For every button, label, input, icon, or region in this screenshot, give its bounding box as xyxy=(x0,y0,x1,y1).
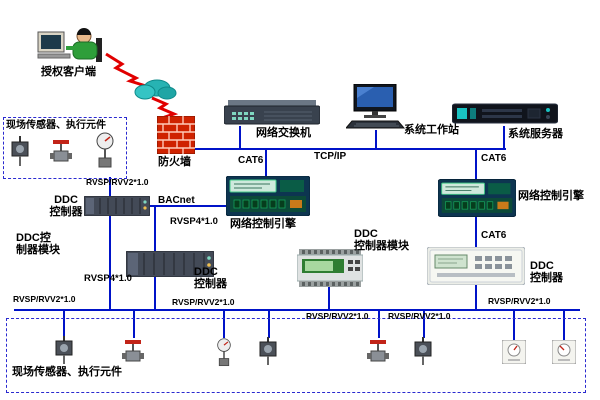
engine-right-label: 网络控制引擎 xyxy=(518,190,584,202)
sensorbox-to-rack-line xyxy=(109,177,111,197)
engine-left-label: 网络控制引擎 xyxy=(230,218,296,230)
bacnet-label: BACnet xyxy=(158,195,195,206)
rack-a-link-line xyxy=(150,205,156,207)
field-box-bottom-label: 现场传感器、执行元件 xyxy=(12,366,122,378)
tcpip-label: TCP/IP xyxy=(314,151,347,162)
ddc-center-label: DDC 控制器 xyxy=(194,266,227,291)
rvsp4-a-label: RVSP4*1.0 xyxy=(170,216,218,227)
sensor-drop-line xyxy=(563,311,565,340)
ddc-controller-box-device xyxy=(427,247,525,285)
firewall-label: 防火墙 xyxy=(158,156,191,168)
thermostat-icon xyxy=(552,340,576,364)
network-control-engine-device xyxy=(226,176,310,216)
rvsp4-b-label: RVSP4*1.0 xyxy=(84,273,132,284)
firewall-icon xyxy=(157,116,195,154)
ddc-module-center-label: DDC 控制器模块 xyxy=(354,228,409,253)
engine-left-uplink-line xyxy=(265,150,267,177)
duct-sensor-icon xyxy=(11,136,29,166)
sensor-drop-line xyxy=(63,311,65,338)
controller-to-bus-line xyxy=(475,285,477,309)
bacnet-line xyxy=(155,205,226,207)
pressure-sensor-icon xyxy=(217,338,231,367)
module-drop-line xyxy=(328,287,330,309)
rvv-label: RVSP/RVV2*1.0 xyxy=(388,311,451,321)
field-sensor-box-top xyxy=(3,117,127,179)
ddc-right-label: DDC 控制器 xyxy=(530,260,563,285)
workstation-drop-line xyxy=(375,130,377,148)
workstation-label: 系统工作站 xyxy=(404,124,459,136)
switch-label: 网络交换机 xyxy=(256,127,311,139)
server-device xyxy=(452,103,558,124)
rack-to-bus-line xyxy=(109,216,111,309)
engine-right-uplink-line xyxy=(475,150,477,180)
valve-actuator-icon xyxy=(367,340,389,362)
ddc-controller-rack-device xyxy=(84,196,150,216)
sensor-drop-line xyxy=(268,311,270,338)
rvv-rack-label: RVSP/RVV2*1.0 xyxy=(86,177,149,187)
sensor-drop-line xyxy=(513,311,515,340)
sensor-drop-line xyxy=(423,311,425,338)
rvv-label: RVSP/RVV2*1.0 xyxy=(172,297,235,307)
field-box-top-label: 现场传感器、执行元件 xyxy=(6,120,106,131)
network-control-engine-device xyxy=(438,179,516,217)
sensor-drop-line xyxy=(223,311,225,338)
cat6-right-label: CAT6 xyxy=(481,153,507,164)
valve-actuator-icon xyxy=(50,140,72,162)
pressure-sensor-icon xyxy=(96,132,114,168)
duct-sensor-icon xyxy=(259,337,277,365)
switch-drop-line xyxy=(239,126,241,148)
rvv-label: RVSP/RVV2*1.0 xyxy=(13,294,76,304)
ddc-module-device xyxy=(297,249,363,287)
cat6-controller-label: CAT6 xyxy=(481,230,507,241)
server-drop-line xyxy=(503,126,505,148)
ddc-controller-rack-device xyxy=(126,251,214,277)
rvv-label: RVSP/RVV2*1.0 xyxy=(488,296,551,306)
ddc-left-label: DDC 控制器 xyxy=(49,194,83,219)
duct-sensor-icon xyxy=(414,337,432,365)
client-workstation-icon xyxy=(37,28,102,62)
duct-sensor-icon xyxy=(55,336,73,364)
engine-to-controller-line xyxy=(475,217,477,248)
sensor-drop-line xyxy=(378,311,380,338)
lightning-icon xyxy=(105,52,147,88)
valve-actuator-icon xyxy=(122,340,144,362)
client-label: 授权客户端 xyxy=(41,66,96,78)
thermostat-icon xyxy=(502,340,526,364)
network-switch-device xyxy=(224,100,320,125)
workstation-device xyxy=(346,84,406,129)
field-sensor-box-bottom xyxy=(6,318,586,393)
rvv-label: RVSP/RVV2*1.0 xyxy=(306,311,369,321)
internet-cloud-icon xyxy=(134,79,177,100)
sensor-drop-line xyxy=(133,311,135,338)
server-label: 系统服务器 xyxy=(508,128,563,140)
cat6-left-label: CAT6 xyxy=(238,155,264,166)
ddc-module-left-label: DDC控 制器模块 xyxy=(16,232,60,257)
tcpip-backbone-line xyxy=(176,148,506,150)
field-bus-line xyxy=(14,309,580,311)
